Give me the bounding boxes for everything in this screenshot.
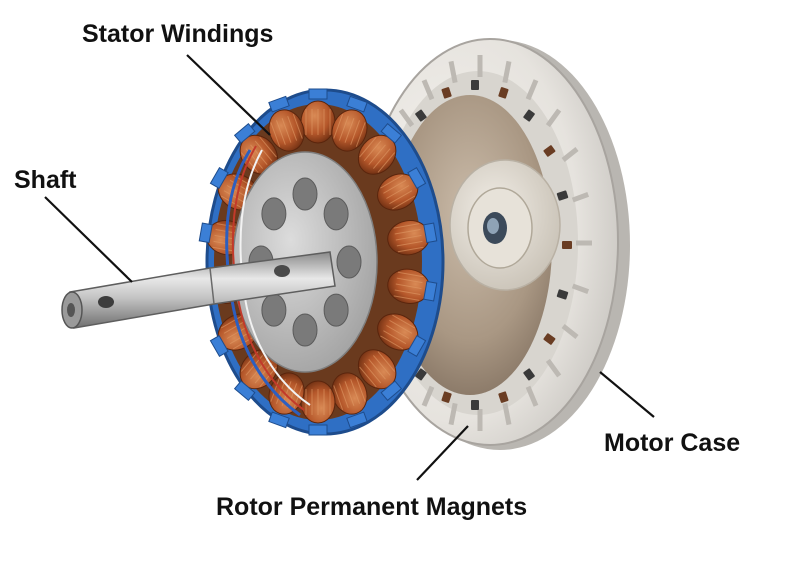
magnet-segment bbox=[415, 109, 427, 122]
magnet-segment bbox=[543, 145, 556, 157]
case-rib bbox=[571, 191, 590, 203]
leader-stator-windings bbox=[186, 54, 271, 136]
magnet-segment bbox=[562, 241, 572, 249]
rotor-magnets bbox=[378, 80, 572, 410]
label-motor-case: Motor Case bbox=[604, 429, 741, 457]
case-rib bbox=[502, 402, 512, 426]
magnet-segment bbox=[523, 368, 535, 381]
case-rib bbox=[525, 79, 539, 101]
magnet-segment bbox=[543, 333, 556, 345]
shaft-cross-hole bbox=[98, 296, 114, 308]
stator-plate-hole bbox=[292, 177, 318, 211]
case-rib bbox=[448, 402, 458, 426]
label-rotor-permanent-magnets: Rotor Permanent Magnets bbox=[216, 493, 528, 521]
shaft bbox=[61, 251, 336, 329]
stator-coil bbox=[387, 220, 438, 256]
magnet-segment bbox=[471, 400, 479, 410]
stator-coil bbox=[387, 268, 438, 304]
stator-coil bbox=[300, 88, 336, 144]
case-rib bbox=[561, 147, 579, 162]
stator-plate-hole bbox=[323, 293, 349, 327]
case-rib bbox=[398, 108, 415, 128]
case-rib bbox=[502, 60, 512, 84]
case-rib bbox=[571, 283, 590, 295]
stator-windings bbox=[198, 88, 438, 436]
stator-coil bbox=[357, 349, 403, 402]
stator-coil bbox=[268, 95, 305, 152]
stator-plate-hole bbox=[261, 197, 287, 231]
stator-plate-hole bbox=[336, 245, 362, 279]
magnet-segment bbox=[523, 109, 535, 122]
magnet-segment bbox=[415, 368, 427, 381]
magnet-segment bbox=[498, 391, 509, 403]
leader-shaft bbox=[44, 196, 133, 283]
motor-case bbox=[361, 38, 630, 450]
leader-rotor-magnets bbox=[416, 425, 469, 481]
stator-coil bbox=[331, 95, 368, 152]
stator-coil bbox=[331, 372, 368, 429]
stator-coil bbox=[357, 122, 403, 175]
magnet-segment bbox=[556, 190, 569, 201]
magnet-segment bbox=[471, 80, 479, 90]
magnet-segment bbox=[556, 289, 569, 300]
stator-coil bbox=[377, 167, 427, 211]
magnet-segment bbox=[441, 87, 452, 99]
shaft-cross-hole bbox=[274, 265, 290, 277]
label-shaft: Shaft bbox=[14, 166, 77, 194]
case-rib bbox=[525, 385, 539, 407]
case-rib bbox=[421, 385, 435, 407]
case-rib bbox=[561, 324, 579, 339]
case-rib bbox=[545, 358, 562, 378]
stator-plate-hole bbox=[261, 293, 287, 327]
leader-lines bbox=[44, 54, 655, 481]
label-stator-windings: Stator Windings bbox=[82, 20, 274, 48]
stator-coil bbox=[300, 380, 336, 436]
case-rib bbox=[448, 60, 458, 84]
magnet-segment bbox=[498, 87, 509, 99]
stator-plate-hole bbox=[323, 197, 349, 231]
leader-motor-case bbox=[599, 371, 655, 418]
stator-plate-hole bbox=[292, 313, 318, 347]
magnet-segment bbox=[441, 391, 452, 403]
case-rib bbox=[421, 79, 435, 101]
stator-coil bbox=[377, 313, 427, 357]
case-rib bbox=[545, 108, 562, 128]
